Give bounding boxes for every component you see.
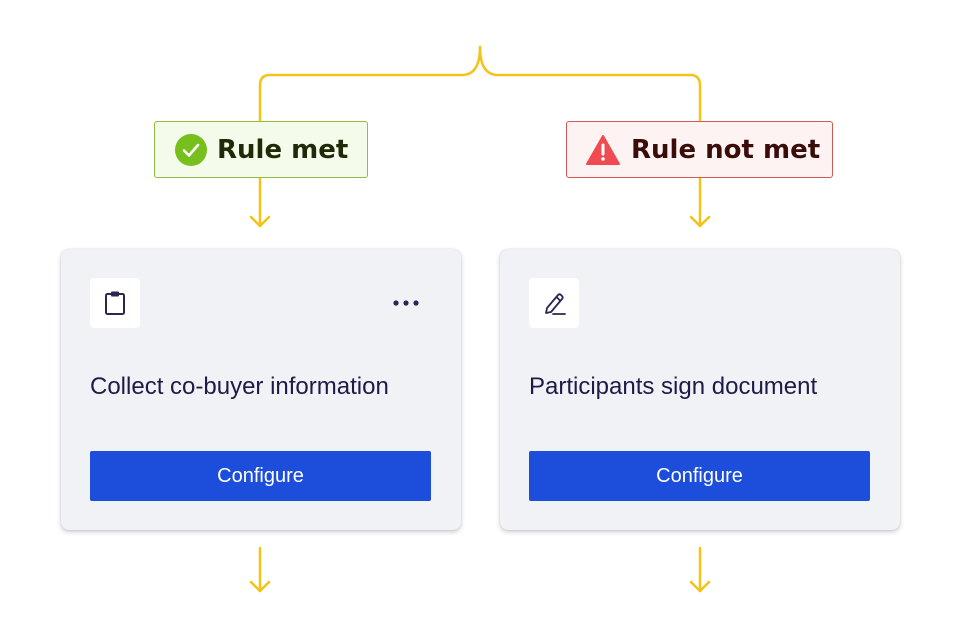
step-card-collect-co-buyer: Collect co-buyer information Configure: [61, 249, 461, 530]
rule-not-met-label: Rule not met: [631, 134, 821, 165]
step-card-participants-sign: Participants sign document Configure: [500, 249, 900, 530]
warning-triangle-icon: [585, 134, 621, 166]
pen-sign-icon: [529, 278, 579, 328]
card-title: Collect co-buyer information: [90, 373, 389, 400]
brace-connector: [258, 45, 482, 123]
arrow-down-icon: [689, 176, 711, 228]
rule-met-badge[interactable]: Rule met: [154, 121, 368, 178]
arrow-down-icon: [249, 176, 271, 228]
arrow-down-icon: [249, 546, 271, 593]
clipboard-icon: [90, 278, 140, 328]
brace-connector-right: [478, 45, 702, 123]
rule-not-met-badge[interactable]: Rule not met: [566, 121, 833, 178]
arrow-down-icon: [689, 546, 711, 593]
rule-met-label: Rule met: [217, 134, 349, 165]
card-title: Participants sign document: [529, 373, 818, 400]
more-horizontal-icon[interactable]: [391, 293, 421, 313]
check-circle-icon: [175, 133, 207, 166]
configure-button[interactable]: Configure: [529, 451, 870, 501]
configure-button[interactable]: Configure: [90, 451, 431, 501]
